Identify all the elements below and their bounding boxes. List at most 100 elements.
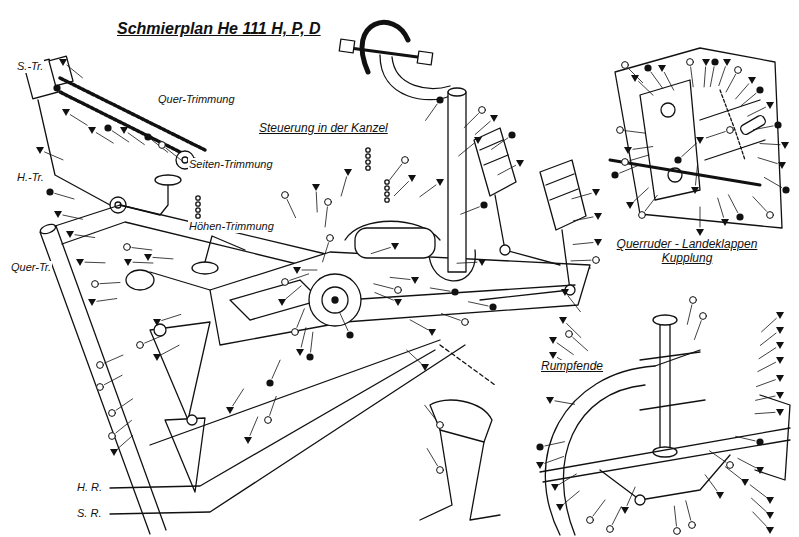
lube-dot-filled xyxy=(756,86,763,93)
leader-line xyxy=(85,262,105,264)
lube-dot-filled xyxy=(436,96,443,103)
drawing-stroke xyxy=(540,428,790,482)
leader-line xyxy=(759,348,776,359)
drawing-stroke xyxy=(546,174,578,200)
leader-line xyxy=(674,506,676,526)
leader-line xyxy=(325,207,327,227)
lube-triangle xyxy=(776,409,784,416)
lube-point-small xyxy=(196,214,200,218)
lube-triangle xyxy=(626,202,634,209)
lube-triangle xyxy=(110,449,118,456)
drawing-stroke xyxy=(661,103,675,117)
leader-line xyxy=(75,235,95,238)
lubrication-points xyxy=(36,58,790,534)
lube-triangle xyxy=(621,507,629,514)
drawing-stroke xyxy=(739,114,767,136)
lube-dot-filled xyxy=(756,438,763,445)
lube-triangle xyxy=(702,59,710,66)
lube-point-small xyxy=(385,186,389,190)
leader-line xyxy=(112,131,129,142)
lube-triangle xyxy=(490,115,498,122)
lube-dot-open xyxy=(700,313,707,320)
leader-line xyxy=(469,302,489,306)
leader-line xyxy=(152,140,168,152)
lube-dot-open xyxy=(639,212,646,219)
leader-line xyxy=(118,435,133,448)
leader-line xyxy=(748,107,766,116)
drawing-stroke xyxy=(126,270,154,290)
drawing-stroke xyxy=(600,455,730,500)
leader-line xyxy=(700,207,701,227)
lube-triangle xyxy=(696,137,704,144)
drawing-stroke xyxy=(322,287,348,313)
lube-triangle xyxy=(778,162,786,169)
leader-line xyxy=(612,507,621,525)
lube-triangle xyxy=(394,299,402,306)
leader-line xyxy=(116,420,132,432)
leader-line xyxy=(758,362,776,371)
leader-line xyxy=(133,262,153,264)
leader-line xyxy=(725,467,741,479)
leader-line xyxy=(492,138,508,150)
leader-line xyxy=(630,155,649,161)
leader-line xyxy=(270,396,277,415)
drawing-stroke xyxy=(230,280,320,320)
drawing-stroke xyxy=(60,78,205,150)
leader-line xyxy=(371,248,390,254)
leader-line xyxy=(753,126,773,130)
part-label: Steuerung in der Kanzel xyxy=(258,122,389,136)
leader-line xyxy=(457,262,477,264)
drawing-stroke xyxy=(563,385,645,535)
lube-triangle xyxy=(559,317,567,324)
leader-line xyxy=(116,399,132,410)
drawing-stroke xyxy=(110,345,465,514)
drawing-stroke xyxy=(110,350,435,488)
leader-line xyxy=(757,380,776,387)
leader-line xyxy=(390,277,410,279)
lube-triangle xyxy=(776,342,784,349)
lube-triangle xyxy=(556,504,564,511)
leader-line xyxy=(760,144,780,145)
leader-line xyxy=(719,67,726,86)
lube-triangle xyxy=(62,109,70,116)
leader-line xyxy=(374,284,393,289)
lube-triangle xyxy=(549,337,557,344)
lube-dot-open xyxy=(292,329,299,336)
lube-triangle xyxy=(516,160,524,167)
lube-triangle xyxy=(631,75,639,82)
leader-line xyxy=(425,405,437,421)
leader-line xyxy=(302,270,317,271)
leader-line xyxy=(464,114,478,128)
drawing-stroke xyxy=(429,240,475,281)
leader-line xyxy=(96,133,113,143)
lube-dot-filled xyxy=(774,121,781,128)
lube-triangle xyxy=(551,484,559,491)
lube-triangle xyxy=(748,77,756,84)
leader-line xyxy=(394,182,408,196)
leader-line xyxy=(726,74,736,92)
lube-dot-open xyxy=(327,235,334,242)
control-column xyxy=(339,22,475,280)
leader-line xyxy=(664,72,673,90)
lube-triangle xyxy=(478,259,486,266)
lube-triangle xyxy=(696,229,704,236)
lube-dot-open xyxy=(687,59,694,66)
lube-dot-filled xyxy=(611,171,618,178)
lube-point-small xyxy=(366,160,370,164)
lube-dot-open xyxy=(402,157,409,164)
drawing-stroke xyxy=(155,175,181,185)
lube-dot-filled xyxy=(53,84,60,91)
leader-line xyxy=(738,458,756,467)
lube-triangle xyxy=(776,375,784,382)
lube-triangle xyxy=(766,497,774,504)
lube-triangle xyxy=(391,243,399,250)
lube-point-small xyxy=(385,192,389,196)
lube-triangle xyxy=(296,349,304,356)
leader-line xyxy=(427,449,437,466)
drawing-stroke xyxy=(380,55,450,100)
lube-point-small xyxy=(385,198,389,202)
leader-line xyxy=(323,243,329,262)
leader-line xyxy=(555,401,575,404)
lube-triangle xyxy=(776,392,784,399)
drawing-stroke xyxy=(120,185,168,215)
